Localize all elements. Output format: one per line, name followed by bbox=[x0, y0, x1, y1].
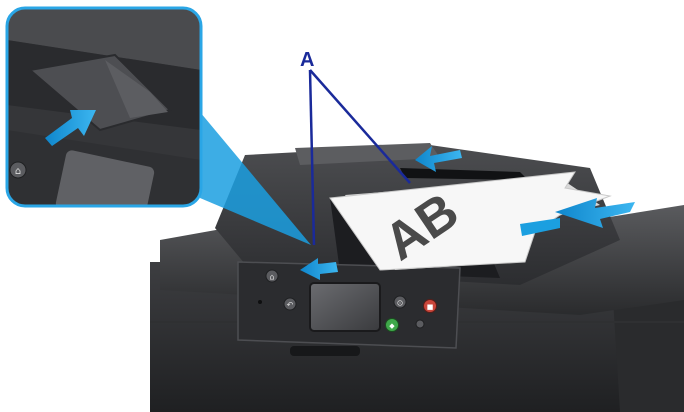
back-icon: ↶ bbox=[286, 301, 294, 310]
inset-home-icon: ⌂ bbox=[15, 166, 21, 177]
callout-label: A bbox=[300, 49, 314, 71]
menu-icon: ⊙ bbox=[397, 299, 404, 308]
home-icon: ⌂ bbox=[269, 273, 274, 282]
inset-magnified-view: ⌂ bbox=[7, 8, 201, 227]
start-icon: ◆ bbox=[389, 322, 395, 330]
front-handle bbox=[290, 346, 360, 356]
power-indicator bbox=[258, 300, 262, 304]
color-button[interactable] bbox=[416, 320, 424, 328]
touch-screen[interactable] bbox=[310, 283, 380, 331]
stop-icon: ■ bbox=[427, 303, 434, 311]
